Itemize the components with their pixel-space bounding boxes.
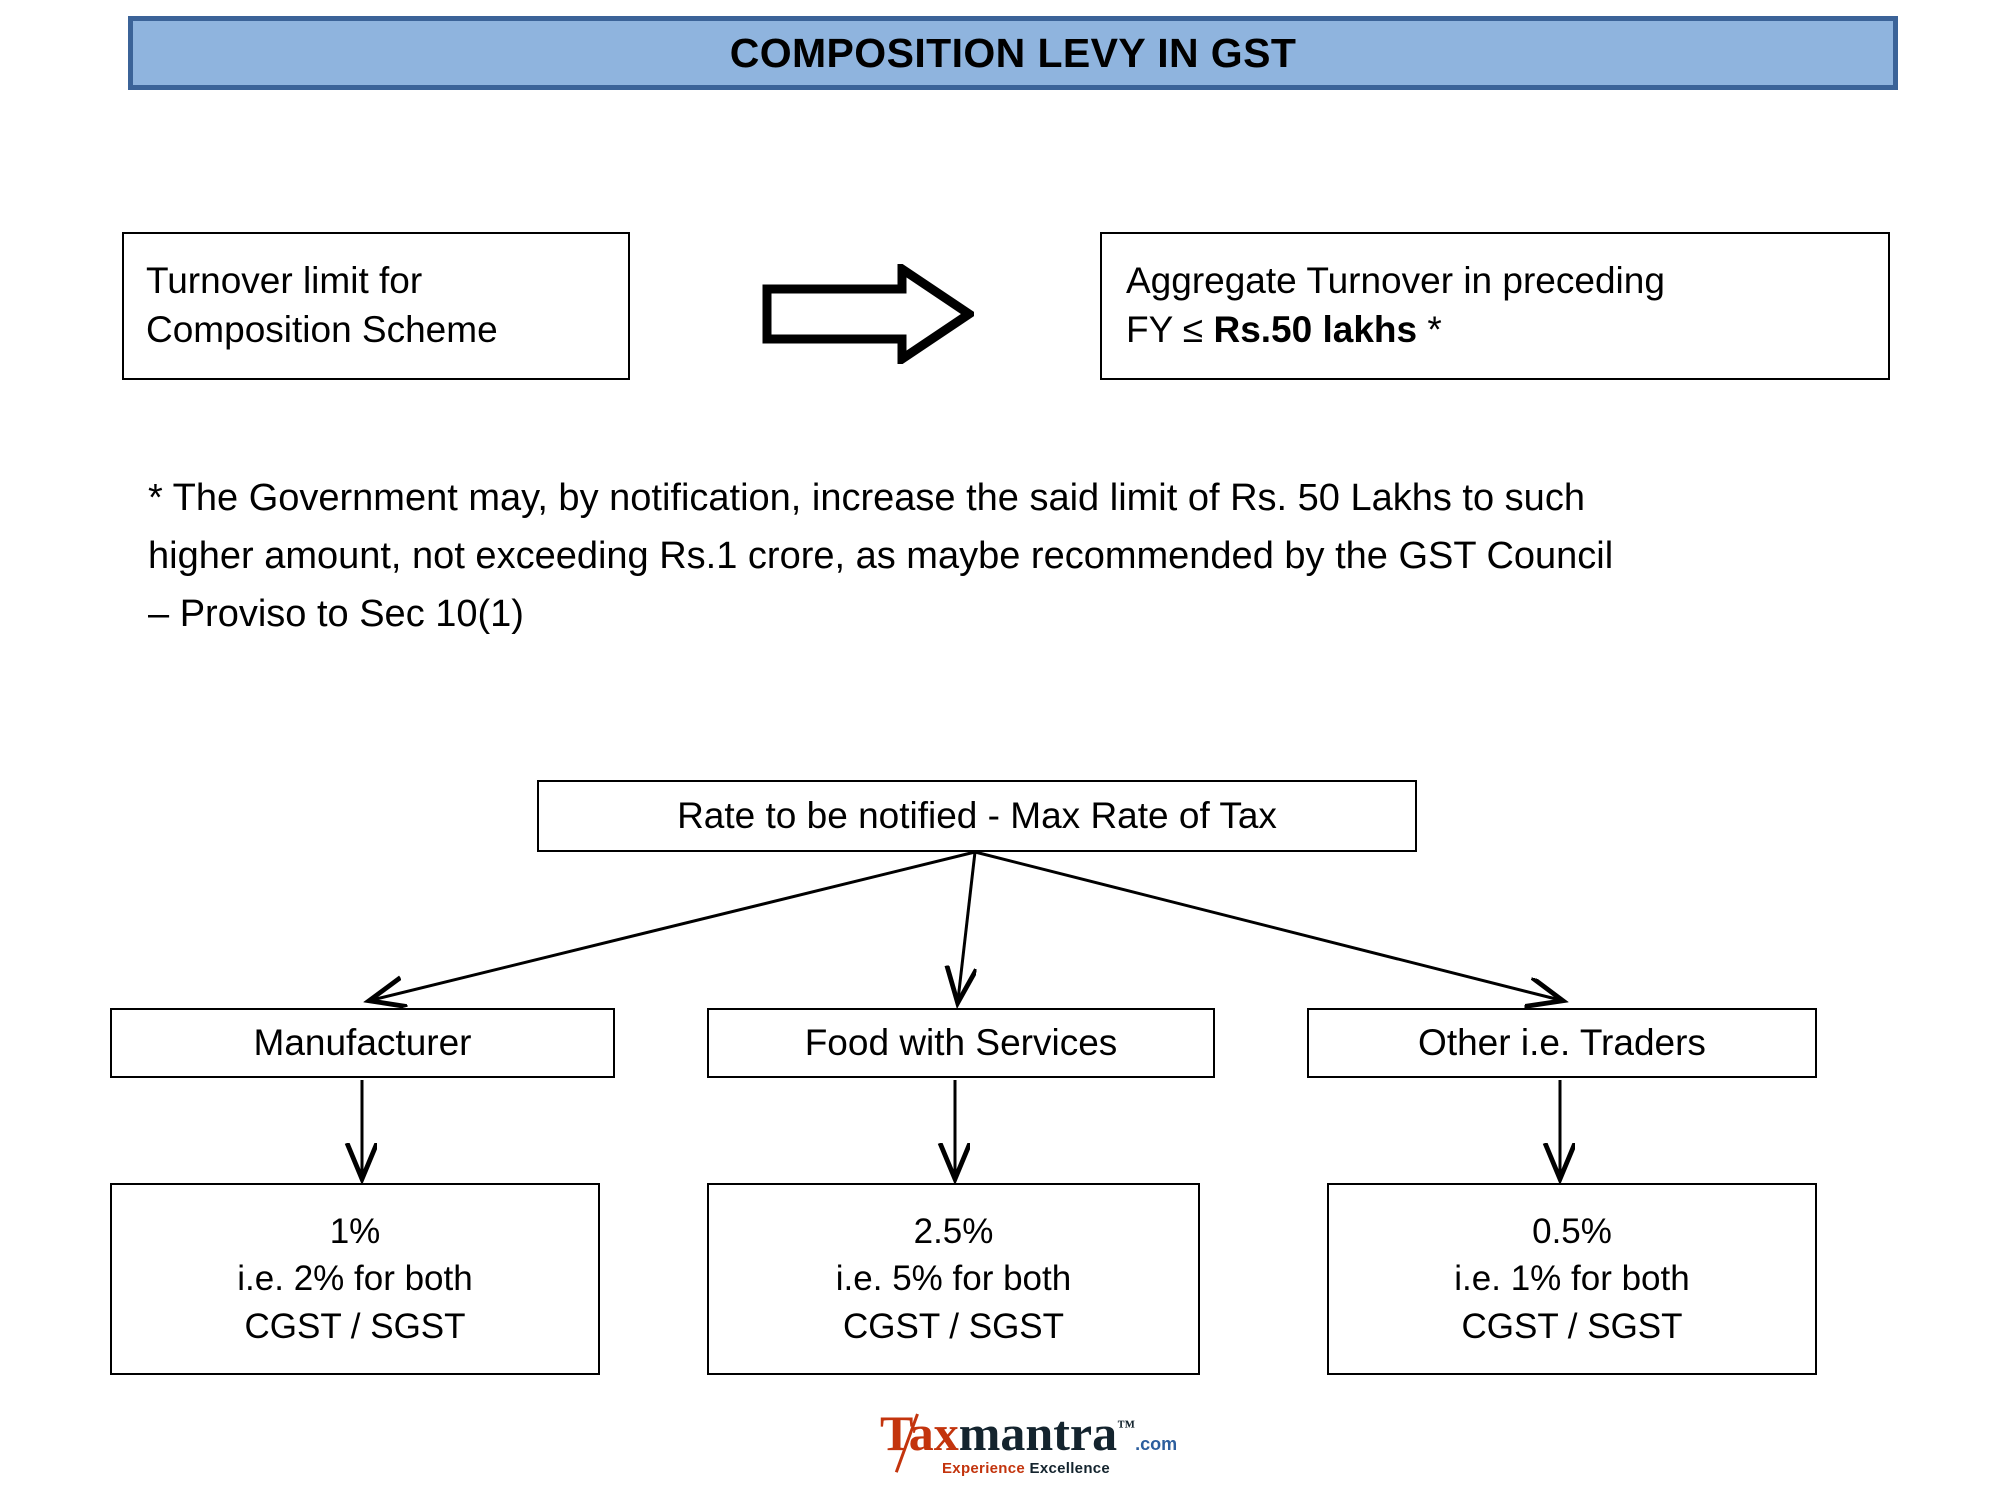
aggregate-turnover-asterisk: *	[1417, 309, 1442, 350]
rate-box-food-with-services: 2.5% i.e. 5% for both CGST / SGST	[707, 1183, 1200, 1375]
rate-value: 0.5%	[1532, 1211, 1612, 1251]
category-label: Other i.e. Traders	[1418, 1021, 1706, 1063]
rate-taxes: CGST / SGST	[1461, 1306, 1683, 1346]
category-box-other-traders: Other i.e. Traders	[1307, 1008, 1817, 1078]
category-box-food-with-services: Food with Services	[707, 1008, 1215, 1078]
logo-word-tax: Tax	[880, 1405, 959, 1461]
connector-root-to-food-with-services	[958, 851, 975, 1000]
turnover-limit-line-2: Composition Scheme	[146, 309, 498, 350]
logo-domain: .com	[1135, 1434, 1178, 1454]
rate-combined: i.e. 1% for both	[1454, 1259, 1690, 1299]
aggregate-turnover-line-1: Aggregate Turnover in preceding	[1126, 260, 1665, 302]
aggregate-turnover-box: Aggregate Turnover in preceding FY ≤ Rs.…	[1100, 232, 1890, 380]
footnote-line-1: * The Government may, by notification, i…	[148, 477, 1585, 519]
logo-tagline: Experience Excellence	[942, 1460, 1180, 1477]
connector-root-to-other-traders	[974, 850, 1560, 1000]
rate-root-label: Rate to be notified - Max Rate of Tax	[677, 794, 1277, 836]
turnover-limit-line-1: Turnover limit for	[146, 260, 423, 302]
rate-root-box: Rate to be notified - Max Rate of Tax	[537, 780, 1417, 852]
rate-box-manufacturer: 1% i.e. 2% for both CGST / SGST	[110, 1183, 600, 1375]
category-label: Manufacturer	[253, 1021, 472, 1063]
connector-root-to-manufacturer	[372, 850, 976, 1000]
page-title: COMPOSITION LEVY IN GST	[729, 29, 1297, 76]
footnote-paragraph: * The Government may, by notification, i…	[148, 470, 1938, 643]
rate-box-other-traders: 0.5% i.e. 1% for both CGST / SGST	[1327, 1183, 1817, 1375]
logo-wordmark: Taxmantra™.com	[880, 1405, 1180, 1473]
footnote-line-2: higher amount, not exceeding Rs.1 crore,…	[148, 534, 1614, 577]
rate-value: 2.5%	[913, 1211, 994, 1251]
category-box-manufacturer: Manufacturer	[110, 1008, 615, 1078]
aggregate-turnover-prefix: FY ≤	[1126, 309, 1214, 350]
turnover-limit-box: Turnover limit for Composition Scheme	[122, 232, 630, 380]
rate-combined: i.e. 5% for both	[835, 1259, 1072, 1299]
rate-combined: i.e. 2% for both	[237, 1259, 473, 1299]
aggregate-turnover-line-2: FY ≤ Rs.50 lakhs *	[1126, 306, 1888, 355]
taxmantra-logo: Taxmantra™.com Experience Excellence	[880, 1408, 1180, 1484]
logo-tagline-first: Experience	[942, 1460, 1030, 1477]
category-label: Food with Services	[804, 1021, 1118, 1063]
slide-title-banner: COMPOSITION LEVY IN GST	[128, 16, 1898, 90]
footnote-line-3: – Proviso to Sec 10(1)	[148, 592, 524, 635]
rate-taxes: CGST / SGST	[244, 1306, 466, 1346]
logo-tagline-second: Excellence	[1029, 1460, 1111, 1477]
rate-value: 1%	[329, 1211, 381, 1251]
aggregate-turnover-amount: Rs.50 lakhs	[1213, 309, 1418, 350]
trademark-icon: ™	[1117, 1416, 1136, 1437]
logo-word-mantra: mantra	[958, 1405, 1118, 1461]
rate-taxes: CGST / SGST	[842, 1306, 1065, 1346]
right-block-arrow-icon	[762, 264, 974, 364]
